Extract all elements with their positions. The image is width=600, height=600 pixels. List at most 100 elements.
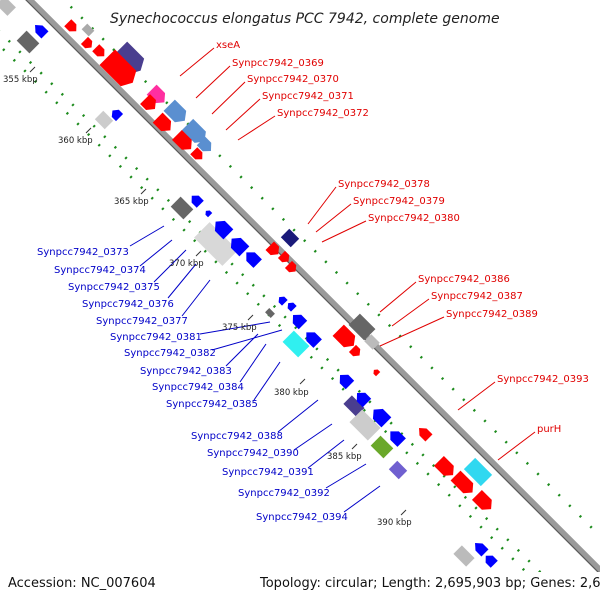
gene-label-purH: purH (537, 424, 561, 435)
gene-rev-17 (306, 332, 322, 348)
leader-line-19 (211, 329, 283, 351)
leader-line-12 (497, 431, 536, 461)
leader-line-15 (153, 249, 187, 283)
gene-label-0382: Synpcc7942_0382 (124, 348, 216, 359)
leader-line-21 (239, 343, 267, 383)
gene-rev-14 (287, 302, 297, 312)
ruler-ticks (29, 66, 407, 516)
gene-fwd-21 (348, 344, 361, 357)
map-title: Synechococcus elongatus PCC 7942, comple… (110, 11, 500, 27)
tick-label-390: 390 kbp (377, 518, 412, 528)
gene-rev-4 (111, 109, 124, 122)
gene-label-0375: Synpcc7942_0375 (68, 282, 160, 293)
gene-rev-24 (390, 431, 406, 447)
gene-fwd-14 (265, 241, 280, 256)
leader-line-13 (129, 225, 165, 247)
tick-label-375: 375 kbp (222, 323, 257, 333)
gene-fwd-4 (99, 49, 137, 87)
gene-rev-7 (205, 210, 213, 218)
gene-label-0371: Synpcc7942_0371 (262, 91, 354, 102)
gene-label-0376: Synpcc7942_0376 (82, 299, 174, 310)
tick-label-370: 370 kbp (169, 259, 204, 269)
gene-fwd-18 (348, 313, 376, 341)
tick-mark-4 (247, 314, 254, 321)
gene-label-0384: Synpcc7942_0384 (152, 382, 244, 393)
gene-fwd-12 (190, 147, 203, 160)
gene-rev-5 (170, 196, 194, 220)
gene-fwd-0 (64, 19, 77, 32)
gene-rev-0 (0, 0, 16, 16)
gene-label-0386: Synpcc7942_0386 (418, 274, 510, 285)
leader-line-14 (139, 239, 173, 267)
leader-line-2 (211, 81, 246, 115)
leader-line-23 (277, 399, 319, 433)
gene-label-0383: Synpcc7942_0383 (140, 366, 232, 377)
leader-line-9 (391, 298, 430, 327)
gene-label-0388: Synpcc7942_0388 (191, 431, 283, 442)
tick-label-355: 355 kbp (3, 75, 38, 85)
gene-rev-21 (349, 409, 381, 441)
leader-line-22 (253, 361, 281, 401)
gene-label-0372: Synpcc7942_0372 (277, 108, 369, 119)
gene-fwd-25 (463, 457, 493, 487)
gene-fwd-9 (181, 118, 206, 143)
forward-gene-labels: xseA Synpcc7942_0369 Synpcc7942_0370 Syn… (216, 40, 589, 435)
genome-summary-text: Topology: circular; Length: 2,695,903 bp… (259, 576, 600, 591)
leader-line-10 (379, 316, 445, 347)
gene-rev-27 (475, 543, 489, 557)
gene-label-0380: Synpcc7942_0380 (368, 213, 460, 224)
gene-label-0370: Synpcc7942_0370 (247, 74, 339, 85)
footer-background (0, 572, 600, 600)
gene-label-0387: Synpcc7942_0387 (431, 291, 523, 302)
tick-mark-5 (299, 378, 306, 385)
gene-label-0385: Synpcc7942_0385 (166, 399, 258, 410)
gene-rev-12 (265, 308, 275, 318)
gene-fwd-26 (450, 470, 474, 494)
gene-rev-26 (453, 545, 475, 567)
tick-label-365: 365 kbp (114, 197, 149, 207)
gene-label-0394: Synpcc7942_0394 (256, 512, 348, 523)
leader-line-5 (307, 186, 337, 225)
leader-line-6 (315, 203, 352, 233)
gene-label-0392: Synpcc7942_0392 (238, 488, 330, 499)
accession-text: Accession: NC_007604 (8, 576, 156, 591)
gene-rev-2 (35, 25, 49, 39)
leader-line-17 (181, 279, 211, 317)
reverse-gene-labels: Synpcc7942_0373 Synpcc7942_0374 Synpcc79… (37, 247, 348, 523)
gene-rev-6 (191, 195, 204, 208)
gene-rev-3 (94, 110, 114, 130)
reverse-strand-genes (0, 0, 528, 600)
leader-line-24 (293, 423, 333, 451)
gene-fwd-23 (419, 428, 433, 442)
gene-fwd-15 (280, 228, 300, 248)
gene-fwd-11 (196, 136, 212, 152)
gene-fwd-1 (80, 36, 93, 49)
tick-label-385: 385 kbp (327, 452, 362, 462)
gene-rev-11 (246, 252, 262, 268)
leader-line-25 (307, 439, 345, 469)
gene-label-0379: Synpcc7942_0379 (353, 196, 445, 207)
leader-line-18 (199, 321, 271, 335)
tick-mark-6 (351, 443, 358, 450)
gene-rev-25 (388, 460, 408, 480)
gene-rev-18 (339, 374, 355, 390)
gene-fwd-20 (364, 334, 380, 350)
tick-mark-3 (195, 250, 202, 257)
gene-label-0391: Synpcc7942_0391 (222, 467, 314, 478)
gene-rev-19 (343, 395, 365, 417)
leader-line-3 (225, 98, 261, 131)
gene-rev-16 (282, 330, 310, 358)
gene-label-0390: Synpcc7942_0390 (207, 448, 299, 459)
ruler-tick-labels: 355 kbp 360 kbp 365 kbp 370 kbp 375 kbp … (3, 75, 412, 528)
gene-label-0377: Synpcc7942_0377 (96, 316, 188, 327)
leader-line-26 (325, 463, 367, 489)
gene-rev-1 (16, 30, 40, 54)
gene-label-xseA: xseA (216, 40, 240, 51)
gene-fwd-2 (92, 44, 105, 57)
gene-fwd-17 (284, 260, 297, 273)
gene-label-0381: Synpcc7942_0381 (110, 332, 202, 343)
gene-fwd-16 (277, 250, 290, 263)
gene-fwd-3 (111, 41, 145, 75)
